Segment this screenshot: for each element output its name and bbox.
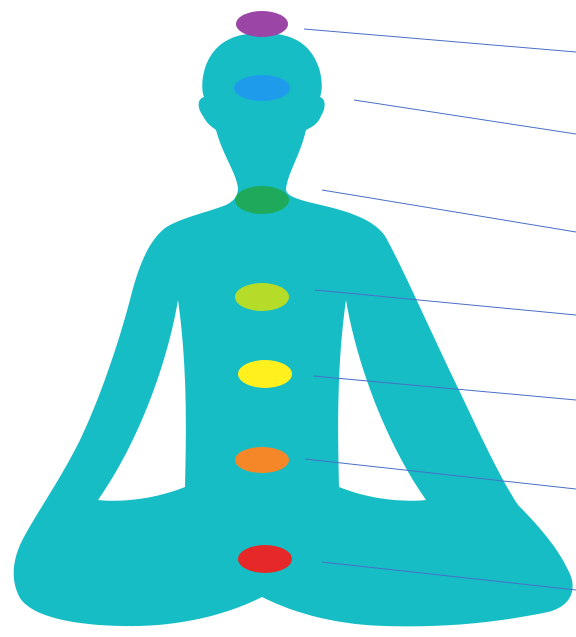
root-chakra bbox=[238, 545, 292, 573]
third-eye-chakra-leader-line bbox=[354, 100, 576, 134]
third-eye-chakra bbox=[234, 75, 290, 101]
crown-chakra-leader-line bbox=[304, 29, 576, 52]
crown-chakra bbox=[236, 11, 288, 37]
solar-plexus-chakra bbox=[238, 360, 292, 388]
meditating-figure bbox=[14, 33, 573, 626]
heart-chakra bbox=[235, 283, 289, 311]
throat-chakra bbox=[235, 186, 289, 214]
sacral-chakra bbox=[235, 447, 289, 473]
